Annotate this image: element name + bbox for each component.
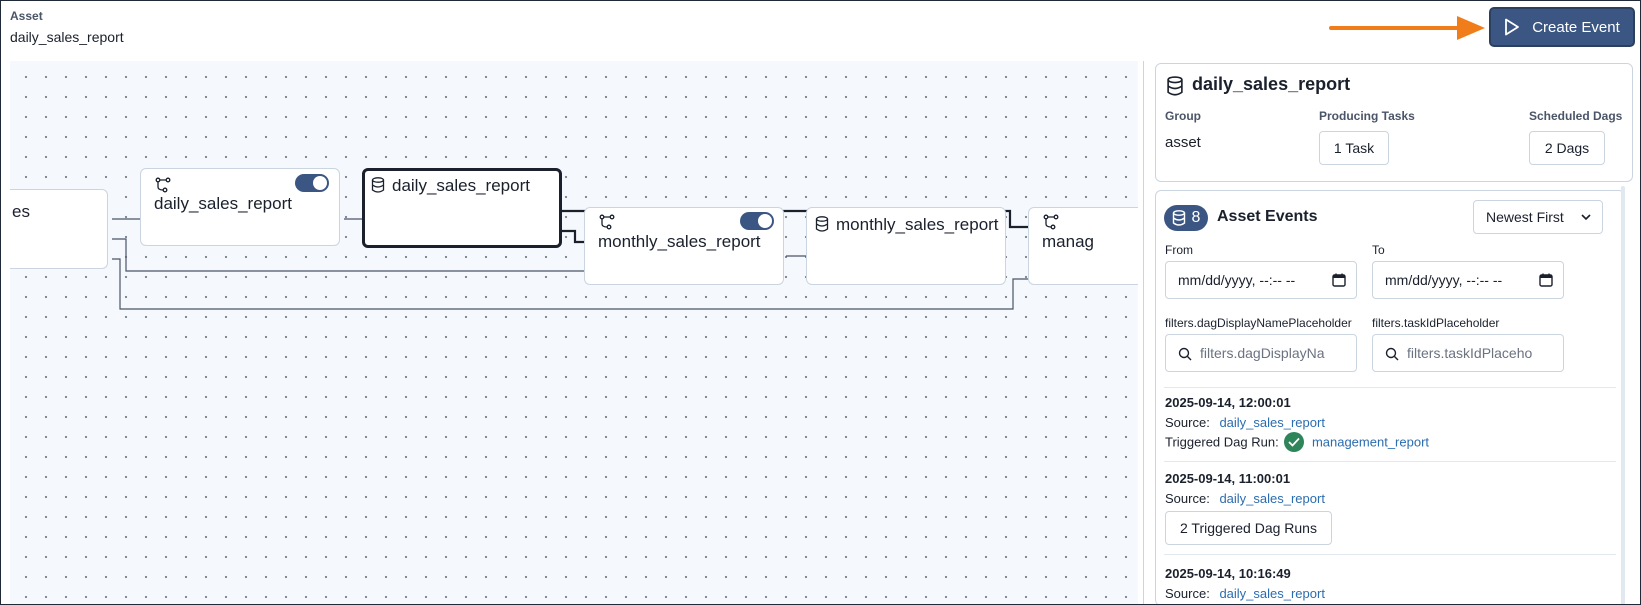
graph-node-asset-daily-sales[interactable]: daily_sales_report xyxy=(362,168,562,248)
dag-icon xyxy=(155,177,171,193)
asset-name: daily_sales_report xyxy=(1192,74,1351,94)
event-separator xyxy=(1164,554,1616,555)
triggered-dag-runs-button[interactable]: 2 Triggered Dag Runs xyxy=(1165,511,1332,545)
node-title: manag xyxy=(1042,232,1094,251)
scheduled-dags-button[interactable]: 2 Dags xyxy=(1529,131,1605,165)
node-title: daily_sales_report xyxy=(392,176,530,195)
sort-select[interactable]: Newest First xyxy=(1473,200,1603,234)
chevron-down-icon xyxy=(1581,214,1591,221)
scheduled-dags-label: Scheduled Dags xyxy=(1529,109,1623,123)
source-link[interactable]: daily_sales_report xyxy=(1219,586,1325,601)
event-source: Source: daily_sales_report xyxy=(1165,491,1325,506)
group-value: asset xyxy=(1165,134,1201,151)
database-icon xyxy=(1172,210,1185,226)
event-source: Source: daily_sales_report xyxy=(1165,415,1325,430)
event-source: Source: daily_sales_report xyxy=(1165,586,1325,601)
asset-details-card: daily_sales_report Group asset Producing… xyxy=(1155,63,1633,182)
events-scrollbar[interactable] xyxy=(1621,186,1625,604)
event-separator xyxy=(1164,461,1616,462)
node-title: monthly_sales_report xyxy=(836,215,999,234)
calendar-icon[interactable] xyxy=(1332,273,1346,287)
search-icon xyxy=(1385,347,1399,361)
task-filter-input[interactable]: filters.taskIdPlaceho xyxy=(1372,334,1564,372)
graph-node-asset-monthly-sales[interactable]: monthly_sales_report xyxy=(806,207,1006,285)
asset-graph-canvas[interactable]: es daily_sales_report daily_sales_report… xyxy=(10,61,1138,604)
event-timestamp: 2025-09-14, 10:16:49 xyxy=(1165,566,1291,581)
node-title: es xyxy=(12,202,30,221)
annotation-arrow-icon xyxy=(1329,16,1485,40)
calendar-icon[interactable] xyxy=(1539,273,1553,287)
producing-tasks-label: Producing Tasks xyxy=(1319,109,1415,123)
graph-node-dag-monthly-sales[interactable]: monthly_sales_report xyxy=(584,207,784,285)
database-icon xyxy=(1167,76,1183,96)
dag-pause-toggle[interactable] xyxy=(295,174,329,192)
database-icon xyxy=(815,216,829,232)
events-title: Asset Events xyxy=(1217,208,1318,225)
graph-edges xyxy=(112,209,1030,310)
page-title: daily_sales_report xyxy=(10,29,124,45)
event-separator xyxy=(1164,387,1616,388)
create-event-button[interactable]: Create Event xyxy=(1489,7,1635,47)
event-count-badge: 8 xyxy=(1164,205,1208,231)
asset-events-panel: 8 Asset Events Newest First From mm/dd/y… xyxy=(1155,190,1625,604)
dag-pause-toggle[interactable] xyxy=(740,212,774,230)
producing-tasks-button[interactable]: 1 Task xyxy=(1319,131,1389,165)
from-label: From xyxy=(1165,243,1193,257)
search-icon xyxy=(1178,347,1192,361)
event-timestamp: 2025-09-14, 12:00:01 xyxy=(1165,395,1291,410)
dag-icon xyxy=(599,214,615,230)
to-date-input[interactable]: mm/dd/yyyy, --:-- -- xyxy=(1372,261,1564,299)
source-link[interactable]: daily_sales_report xyxy=(1219,415,1325,430)
create-event-label: Create Event xyxy=(1532,18,1620,36)
event-timestamp: 2025-09-14, 11:00:01 xyxy=(1165,471,1291,486)
from-date-input[interactable]: mm/dd/yyyy, --:-- -- xyxy=(1165,261,1357,299)
graph-node-dag-management-partial[interactable]: manag xyxy=(1028,207,1138,285)
graph-node-dag-daily-sales[interactable]: daily_sales_report xyxy=(140,168,340,246)
node-title: monthly_sales_report xyxy=(598,232,761,251)
to-label: To xyxy=(1372,243,1385,257)
page-type-label: Asset xyxy=(10,9,43,23)
dag-filter-label: filters.dagDisplayNamePlaceholder xyxy=(1165,316,1352,330)
check-circle-icon xyxy=(1284,432,1305,452)
source-link[interactable]: daily_sales_report xyxy=(1219,491,1325,506)
dag-run-link[interactable]: management_report xyxy=(1311,434,1430,450)
node-title: daily_sales_report xyxy=(154,194,292,213)
graph-node-partial-left[interactable]: es xyxy=(10,189,108,269)
panel-divider[interactable] xyxy=(1143,61,1144,604)
task-filter-label: filters.taskIdPlaceholder xyxy=(1372,316,1500,330)
play-icon xyxy=(1505,18,1520,36)
dag-icon xyxy=(1043,214,1059,230)
dag-filter-input[interactable]: filters.dagDisplayNa xyxy=(1165,334,1357,372)
event-triggered-run: Triggered Dag Run: management_report xyxy=(1165,432,1430,453)
database-icon xyxy=(371,177,385,193)
group-label: Group xyxy=(1165,109,1201,123)
